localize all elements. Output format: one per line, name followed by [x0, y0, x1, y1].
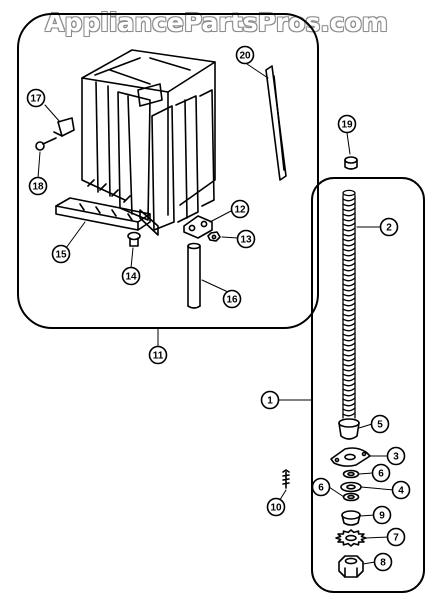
part-20-strip[interactable] [265, 65, 287, 181]
callout-circle [386, 446, 406, 466]
callout-label: 15 [55, 250, 67, 261]
callout-label: 6 [318, 483, 324, 494]
callout-label: 17 [30, 94, 42, 105]
callout-c6a[interactable]: 6 [371, 463, 391, 483]
callout-circle [371, 463, 391, 483]
part-8-hex-nut[interactable] [338, 555, 364, 578]
callout-circle [235, 45, 255, 65]
callout-circle [222, 289, 242, 309]
cabinet-frame-part[interactable] [81, 49, 216, 236]
part-14-plug[interactable] [127, 231, 141, 247]
callout-label: 7 [393, 533, 399, 544]
part-3-flange[interactable] [330, 447, 371, 467]
callout-c15[interactable]: 15 [51, 244, 71, 264]
callout-c18[interactable]: 18 [28, 176, 48, 196]
part-9-spacer[interactable] [341, 510, 361, 526]
callout-c13[interactable]: 13 [236, 229, 256, 249]
part-12-clamp[interactable] [183, 215, 213, 239]
callout-circle [386, 527, 406, 547]
callout-label: 8 [380, 558, 386, 569]
callout-label: 3 [393, 452, 399, 463]
callout-c10[interactable]: 10 [266, 497, 286, 517]
callout-c20[interactable]: 20 [235, 45, 255, 65]
callout-circle [260, 390, 280, 410]
part-18-screw[interactable] [35, 137, 57, 151]
callout-circle [370, 414, 390, 434]
callout-circle [337, 114, 357, 134]
callout-circle [51, 244, 71, 264]
callout-label: 18 [32, 182, 44, 193]
callout-c9[interactable]: 9 [372, 505, 392, 525]
callout-label: 10 [270, 503, 282, 514]
callout-circle [26, 88, 46, 108]
callout-c17[interactable]: 17 [26, 88, 46, 108]
callout-c2[interactable]: 2 [379, 217, 399, 237]
callout-label: 9 [379, 511, 385, 522]
part-2-threaded-shaft[interactable] [342, 189, 356, 419]
callout-circle [311, 477, 331, 497]
part-16-rod[interactable] [187, 242, 201, 309]
callout-circle [373, 552, 393, 572]
callout-label: 13 [240, 235, 252, 246]
callout-c14[interactable]: 14 [121, 266, 141, 286]
part-6-washer-lower[interactable] [342, 492, 360, 502]
callout-c8[interactable]: 8 [373, 552, 393, 572]
callout-circle [372, 505, 392, 525]
callout-circle [236, 229, 256, 249]
part-17-bracket[interactable] [53, 117, 75, 137]
callout-label: 1 [267, 396, 273, 407]
callout-label: 16 [226, 295, 238, 306]
callout-label: 12 [234, 205, 246, 216]
callout-circle [391, 480, 411, 500]
callout-c7[interactable]: 7 [386, 527, 406, 547]
callout-label: 19 [341, 120, 353, 131]
part-6-washer[interactable] [342, 469, 360, 479]
callout-circle [148, 345, 168, 365]
callout-label: 4 [398, 486, 404, 497]
leader-lines [37, 63, 395, 565]
callout-c12[interactable]: 12 [230, 199, 250, 219]
callout-c1[interactable]: 1 [260, 390, 280, 410]
part-4-washer[interactable] [340, 481, 362, 493]
part-13-nut[interactable] [207, 231, 221, 242]
watermark-text: AppliancePartsPros.com [45, 8, 388, 37]
callout-c3[interactable]: 3 [386, 446, 406, 466]
callout-c11[interactable]: 11 [148, 345, 168, 365]
callout-c4[interactable]: 4 [391, 480, 411, 500]
callout-label: 5 [377, 420, 383, 431]
callout-label: 2 [386, 223, 392, 234]
callout-circle [28, 176, 48, 196]
callout-label: 14 [125, 272, 137, 283]
assembly-frame [17, 13, 319, 329]
part-19-cap[interactable] [344, 156, 358, 170]
callout-label: 11 [153, 351, 164, 362]
part-5-bushing[interactable] [338, 418, 360, 440]
callout-c6b[interactable]: 6 [311, 477, 331, 497]
callout-label: 6 [378, 469, 384, 480]
callout-circle [230, 199, 250, 219]
callout-c19[interactable]: 19 [337, 114, 357, 134]
part-15-channel[interactable] [55, 197, 151, 231]
shaft-assembly-frame [311, 177, 425, 593]
part-10-screw[interactable] [282, 469, 290, 489]
callout-label: 20 [239, 51, 251, 62]
callout-c16[interactable]: 16 [222, 289, 242, 309]
callout-circle [379, 217, 399, 237]
part-7-sprocket[interactable] [335, 529, 367, 547]
callout-c5[interactable]: 5 [370, 414, 390, 434]
callout-circle [121, 266, 141, 286]
callout-circle [266, 497, 286, 517]
